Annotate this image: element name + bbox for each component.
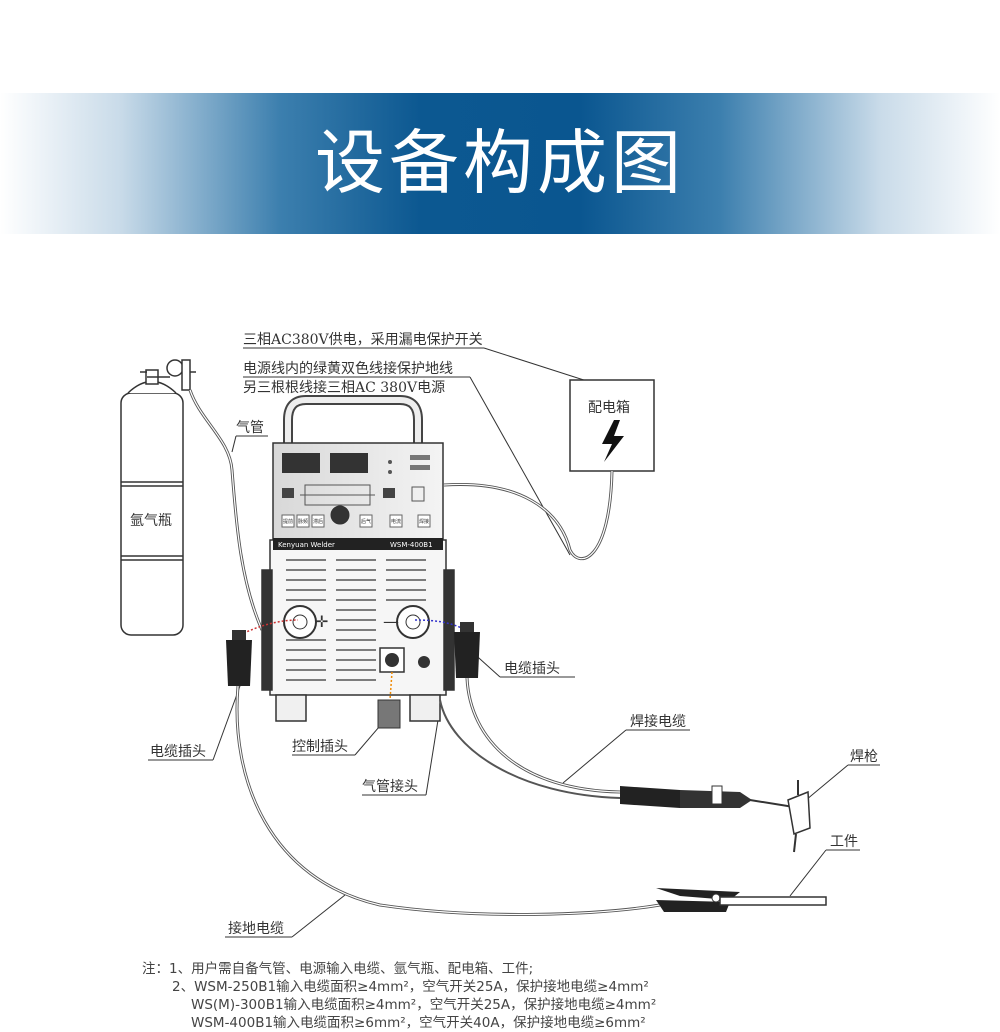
panel-buttons	[281, 514, 431, 528]
power-supply-label: 三相AC380V供电，采用漏电保护开关	[243, 332, 483, 348]
cable-plug-right	[454, 622, 480, 678]
welding-cable	[465, 677, 621, 794]
connection-dots-orange	[389, 671, 393, 701]
panel-button-label: 滞后	[313, 518, 323, 525]
argon-bottle	[120, 359, 196, 636]
panel-button-label: 后气	[361, 518, 371, 525]
output-terminals: ✛ —	[283, 605, 430, 639]
ground-note-line-1: 电源线内的绿黄双色线接保护地线	[243, 360, 453, 377]
panel-button	[311, 514, 325, 528]
svg-text:—: —	[383, 612, 399, 631]
gas-connector-label: 气管接头	[362, 778, 418, 795]
title-banner	[0, 93, 1000, 234]
note-line-4: WSM-400B1输入电缆面积≥6mm²，空气开关40A，保护接地电缆≥6mm²	[191, 1015, 646, 1031]
welder-machine	[261, 395, 455, 722]
model-name: WSM-400B1	[390, 541, 433, 549]
ground-clamp	[656, 888, 740, 912]
welding-cable-label: 焊接电缆	[630, 713, 686, 730]
welding-torch	[620, 780, 811, 853]
panel-button	[359, 514, 373, 528]
control-plug-label: 控制插头	[292, 739, 348, 755]
gas-hose-label: 气管	[236, 420, 264, 436]
ground-cable-label: 接地电缆	[228, 920, 284, 937]
distribution-box-label: 配电箱	[588, 400, 630, 416]
panel-button	[296, 514, 310, 528]
leader-lines	[148, 347, 880, 938]
control-panel	[282, 484, 395, 525]
note-line-1: 注：1、用户需自备气管、电源输入电缆、氩气瓶、配电箱、工件;	[142, 961, 534, 977]
workpiece-label: 工件	[830, 834, 858, 850]
cable-plug-right-label: 电缆插头	[504, 661, 560, 677]
distribution-box	[569, 379, 655, 472]
note-line-3: WS(M)-300B1输入电缆面积≥4mm²，空气开关25A，保护接地电缆≥4m…	[191, 997, 657, 1013]
panel-button	[281, 514, 295, 528]
panel-button-label: 电流	[391, 518, 401, 525]
notes: 注：1、用户需自备气管、电源输入电缆、氩气瓶、配电箱、工件; 2、WSM-250…	[142, 960, 702, 1032]
panel-button	[389, 514, 403, 528]
panel-button-label: 脉频	[298, 518, 308, 525]
brand-strip: Kenyuan Welder WSM-400B1	[273, 538, 443, 550]
torch-label: 焊枪	[850, 748, 878, 765]
machine-displays	[282, 453, 430, 502]
note-line-2: 2、WSM-250B1输入电缆面积≥4mm²，空气开关25A，保护接地电缆≥4m…	[172, 979, 649, 995]
cable-plug-left	[226, 630, 252, 686]
panel-button-label: 焊接	[419, 518, 429, 525]
panel-button-label: 提前	[283, 518, 293, 525]
ground-note-line-2: 另三根根线接三相AC 380V电源	[243, 379, 445, 396]
cable-plug-left-label: 电缆插头	[150, 744, 206, 760]
panel-button	[417, 514, 431, 528]
workpiece	[719, 896, 827, 906]
control-socket	[377, 647, 430, 729]
page-title: 设备构成图	[315, 122, 685, 204]
vent-grilles	[286, 559, 426, 681]
svg-text:✛: ✛	[315, 612, 328, 631]
argon-bottle-label: 氩气瓶	[130, 513, 172, 529]
brand-name: Kenyuan Welder	[278, 541, 335, 549]
